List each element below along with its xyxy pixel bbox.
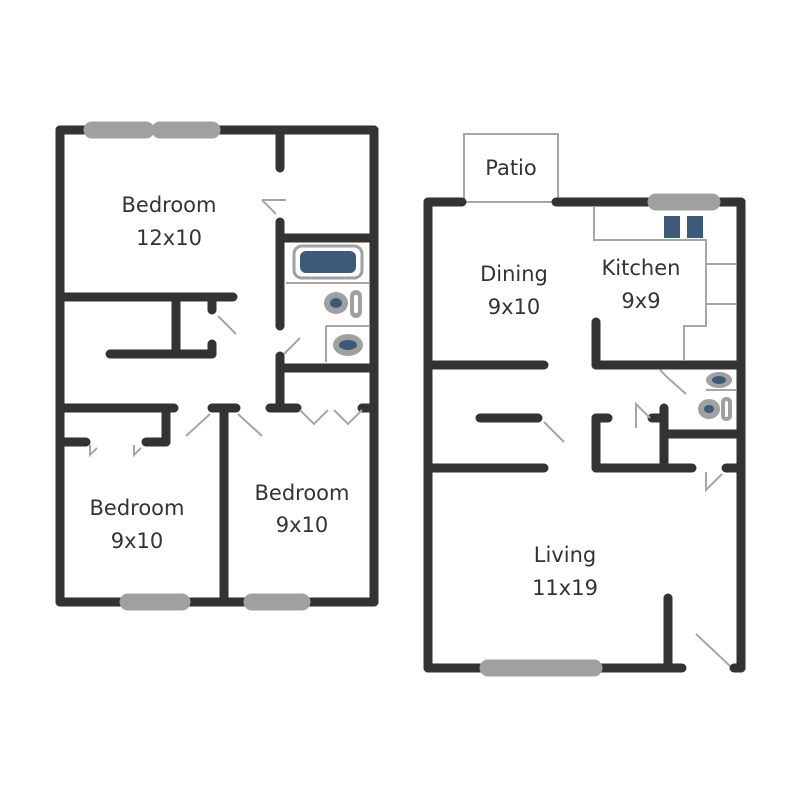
patio: Patio bbox=[463, 133, 559, 203]
room-name: Dining bbox=[480, 262, 548, 286]
upper-floor-doors bbox=[89, 199, 363, 458]
room-size: 12x10 bbox=[136, 226, 202, 250]
door-swing bbox=[237, 413, 263, 437]
room-name: Kitchen bbox=[602, 256, 681, 280]
main-floor-doors bbox=[543, 369, 731, 667]
room-dining: Dining 9x10 bbox=[480, 262, 548, 319]
door-swing bbox=[185, 413, 211, 437]
main-floor-windows bbox=[479, 193, 721, 677]
sink-icon bbox=[706, 372, 732, 388]
main-bath-fixtures bbox=[698, 372, 732, 421]
sink-icon bbox=[333, 334, 363, 356]
door-swing bbox=[695, 633, 731, 667]
room-name: Bedroom bbox=[255, 481, 350, 505]
room-kitchen: Kitchen 9x9 bbox=[602, 256, 681, 313]
door-swing bbox=[89, 445, 98, 458]
room-bedroom-left: Bedroom 9x10 bbox=[90, 496, 185, 553]
room-size: 9x10 bbox=[488, 295, 541, 319]
room-name: Bedroom bbox=[122, 193, 217, 217]
room-bedroom-top: Bedroom 12x10 bbox=[122, 193, 217, 250]
main-floor: Patio bbox=[423, 133, 746, 677]
door-swing bbox=[133, 445, 142, 458]
door-swing bbox=[261, 199, 286, 215]
room-bedroom-right: Bedroom 9x10 bbox=[255, 481, 350, 537]
door-swing bbox=[659, 369, 687, 395]
main-floor-interior-walls bbox=[423, 317, 746, 673]
room-name: Living bbox=[534, 543, 596, 567]
room-size: 11x19 bbox=[532, 576, 598, 600]
toilet-icon bbox=[698, 397, 732, 421]
door-swing bbox=[705, 472, 723, 493]
closet-door bbox=[333, 409, 363, 426]
room-size: 9x10 bbox=[276, 513, 329, 537]
room-size: 9x9 bbox=[621, 289, 660, 313]
bathtub-icon bbox=[292, 244, 364, 280]
closet-door bbox=[299, 409, 329, 426]
room-living: Living 11x19 bbox=[532, 543, 598, 600]
room-size: 9x10 bbox=[111, 529, 164, 553]
door-swing bbox=[283, 337, 301, 355]
upper-floor: Bedroom 12x10 Bedroom 9x10 Bedroom 9x10 bbox=[55, 121, 379, 611]
upper-bath-partitions bbox=[286, 282, 370, 362]
room-name: Bedroom bbox=[90, 496, 185, 520]
door-swing bbox=[217, 315, 237, 335]
upper-bath-fixtures bbox=[292, 244, 364, 356]
room-name: Patio bbox=[485, 156, 537, 180]
toilet-icon bbox=[324, 290, 362, 318]
upper-floor-windows bbox=[83, 121, 311, 611]
door-swing bbox=[543, 421, 565, 443]
upper-floor-interior-walls bbox=[55, 125, 379, 607]
kitchen-counters bbox=[593, 206, 737, 391]
stove-icon bbox=[664, 216, 703, 238]
door-swing bbox=[635, 401, 651, 428]
